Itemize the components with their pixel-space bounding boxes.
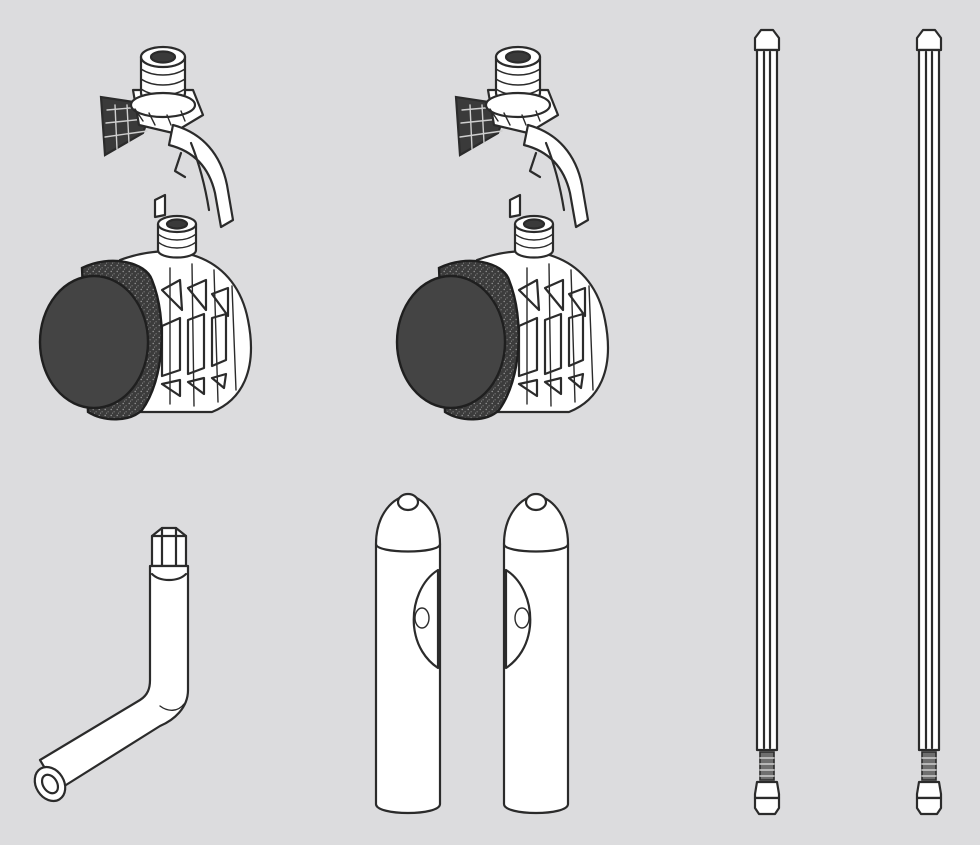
clip-bracket-icon xyxy=(454,45,590,229)
foot-cap-left xyxy=(38,214,253,421)
cross-dowel-icon xyxy=(374,492,442,815)
foot-cap-icon xyxy=(38,214,253,421)
threaded-rod-left xyxy=(753,28,781,816)
cross-dowel-icon xyxy=(502,492,570,815)
threaded-rod-icon xyxy=(915,28,943,816)
clip-bracket-icon xyxy=(99,45,235,229)
clip-bracket-right xyxy=(454,45,590,229)
cross-dowel-left xyxy=(374,492,442,815)
threaded-rod-icon xyxy=(753,28,781,816)
foot-cap-icon xyxy=(395,214,610,421)
clip-bracket-left xyxy=(99,45,235,229)
cross-dowel-right xyxy=(502,492,570,815)
foot-cap-right xyxy=(395,214,610,421)
hex-key xyxy=(27,526,190,808)
threaded-rod-right xyxy=(915,28,943,816)
hex-key-icon xyxy=(27,526,190,808)
